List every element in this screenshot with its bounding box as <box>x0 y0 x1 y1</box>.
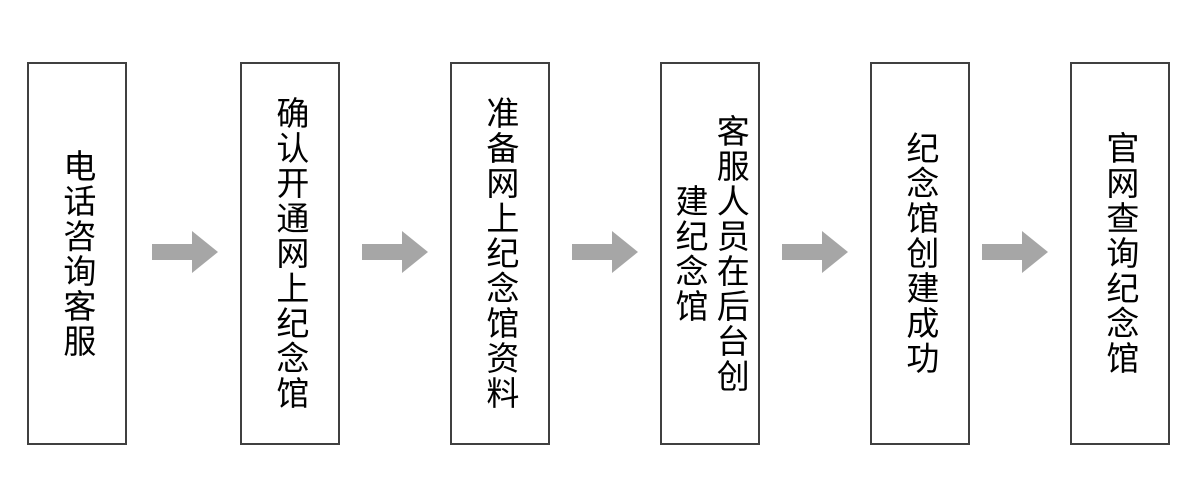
flow-arrow-3 <box>572 231 638 273</box>
flow-node-step-5[interactable]: 纪念馆创建成功 <box>870 62 970 445</box>
flow-node-label: 官网查询纪念馆 <box>1100 131 1140 376</box>
flow-node-label: 客服人员在后台创建纪念馆 <box>670 113 751 394</box>
flow-node-label: 电话咨询客服 <box>57 148 97 359</box>
flow-arrow-4 <box>782 231 848 273</box>
flow-node-step-1[interactable]: 电话咨询客服 <box>27 62 127 445</box>
flow-arrow-5 <box>982 231 1048 273</box>
flow-node-label: 纪念馆创建成功 <box>900 131 940 376</box>
flow-node-step-6[interactable]: 官网查询纪念馆 <box>1070 62 1170 445</box>
flow-arrow-1 <box>152 231 218 273</box>
flow-node-step-2[interactable]: 确认开通网上纪念馆 <box>240 62 340 445</box>
flow-arrow-2 <box>362 231 428 273</box>
flow-node-label: 准备网上纪念馆资料 <box>480 96 520 411</box>
flow-node-step-3[interactable]: 准备网上纪念馆资料 <box>450 62 550 445</box>
flow-node-label: 确认开通网上纪念馆 <box>270 96 310 411</box>
flow-node-step-4[interactable]: 客服人员在后台创建纪念馆 <box>660 62 760 445</box>
